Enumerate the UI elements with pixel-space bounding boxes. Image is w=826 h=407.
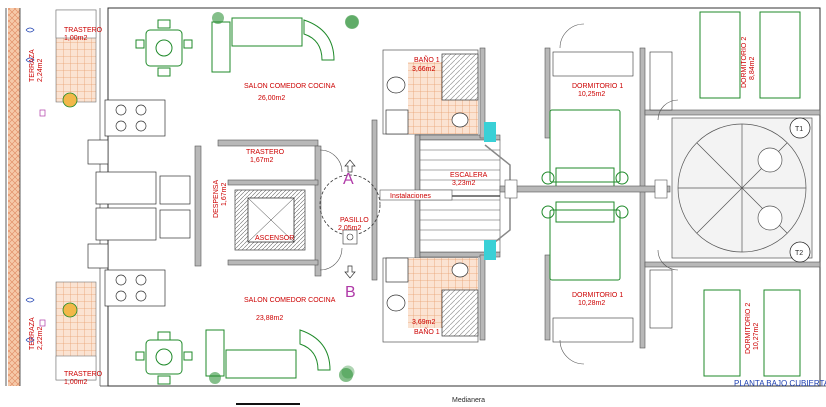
wardrobes <box>552 51 673 343</box>
boundary-label: Medianera <box>452 397 485 404</box>
room-area: 2,05m2 <box>338 225 361 232</box>
hallway-turning-circle <box>319 174 381 245</box>
door-swings <box>319 23 679 365</box>
room-name: BAÑO 1 <box>414 327 440 336</box>
plant-decorations <box>209 12 359 384</box>
room-area: 1,00m2 <box>64 379 87 386</box>
marker-b: B <box>345 284 356 301</box>
room-name: ESCALERA <box>450 172 488 179</box>
room-area: 1,00m2 <box>64 35 87 42</box>
room-name: SALON COMEDOR COCINA <box>244 83 336 90</box>
room-area: 10,27m2 <box>753 323 760 350</box>
room-name: ASCENSOR <box>255 235 294 242</box>
room-area: 26,00m2 <box>258 95 285 102</box>
terrace-strip-left <box>5 8 101 386</box>
living-furniture-top <box>135 15 359 77</box>
bedroom2-beds <box>699 11 801 377</box>
bathroom-bottom <box>382 240 496 343</box>
rotunda-terrace <box>671 117 813 263</box>
room-name: TRASTERO <box>246 149 285 156</box>
room-labels: TRASTERO 1,00m2 TERRAZA 2,24m2 SALON COM… <box>29 27 760 386</box>
room-area: 3,23m2 <box>452 180 475 187</box>
room-name: TRASTERO <box>64 371 103 378</box>
hall-corridor <box>379 179 671 201</box>
room-name: DORMITORIO 1 <box>572 83 623 90</box>
elevator-shaft <box>234 189 306 251</box>
room-name: DORMITORIO 1 <box>572 292 623 299</box>
room-area: 1,67m2 <box>221 183 228 206</box>
room-name: PASILLO <box>340 217 369 224</box>
room-area: 1,67m2 <box>250 157 273 164</box>
marker-a: A <box>343 171 354 188</box>
arrow-down-icon <box>344 265 356 279</box>
room-name: BAÑO 1 <box>414 55 440 64</box>
equipment-label: T1 <box>795 126 803 133</box>
room-area: 3,69m2 <box>412 319 435 326</box>
room-area: 2,24m2 <box>37 59 44 82</box>
room-name: SALON COMEDOR COCINA <box>244 297 336 304</box>
plan-title: PLANTA BAJO CUBIERTA <box>734 379 826 388</box>
living-furniture-bottom <box>135 329 355 385</box>
room-name: DESPENSA <box>213 180 220 218</box>
room-name: DORMITORIO 2 <box>741 37 748 88</box>
room-area: 23,88m2 <box>256 315 283 322</box>
room-area: 8,84m2 <box>749 57 756 80</box>
room-name: DORMITORIO 2 <box>745 303 752 354</box>
arrow-up-icon <box>344 159 356 173</box>
bedroom1-beds <box>541 109 629 281</box>
room-name: TRASTERO <box>64 27 103 34</box>
room-area: 10,25m2 <box>578 91 605 98</box>
room-area: 10,28m2 <box>578 300 605 307</box>
core-walls <box>194 47 821 349</box>
equipment-label: T2 <box>795 250 803 257</box>
room-name: Instalaciones <box>390 193 431 200</box>
bathroom-top <box>382 49 496 142</box>
room-area: 3,66m2 <box>412 66 435 73</box>
kitchen-top <box>87 99 191 205</box>
room-name: TERRAZA <box>29 49 36 82</box>
room-name: TERRAZA <box>29 317 36 350</box>
room-area: 2,22m2 <box>37 327 44 350</box>
kitchen-bottom <box>87 207 191 307</box>
